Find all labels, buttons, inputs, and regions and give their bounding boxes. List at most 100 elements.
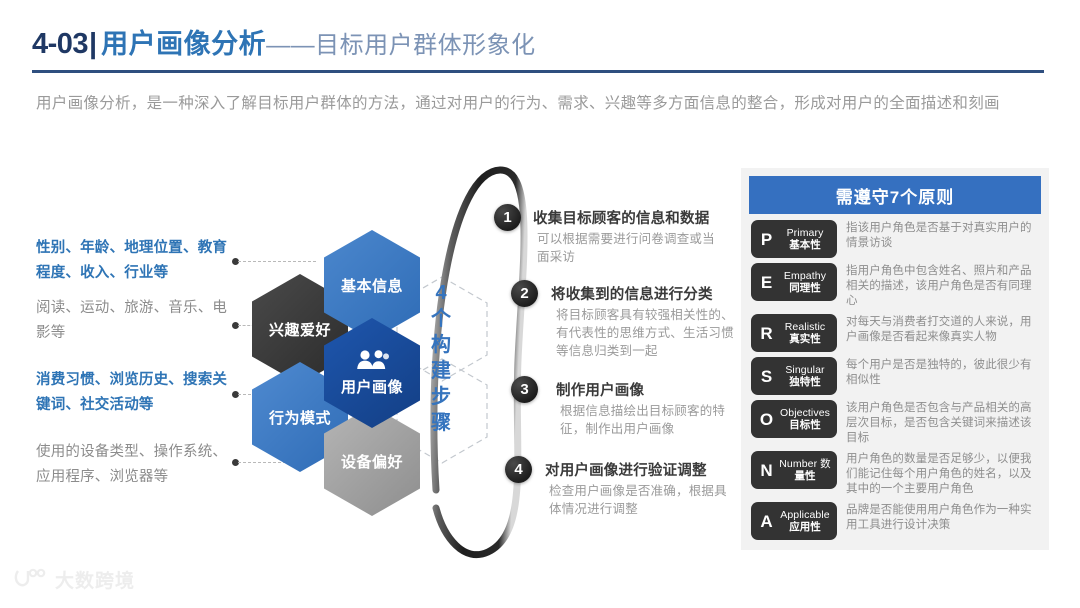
principle-desc: 指该用户角色是否基于对真实用户的情景访谈 <box>846 222 1032 249</box>
step-desc-2: 将目标顾客具有较强相关性的、有代表性的思维方式、生活习惯等信息归类到一起 <box>556 308 734 358</box>
principle-row[interactable]: N Number 数 量性 用户角色的数量是否足够少，以便我们能记住每个用户角色… <box>751 451 1039 497</box>
principle-desc: 对每天与消费者打交道的人来说，用户画像是否看起来像真实人物 <box>846 316 1032 343</box>
steps-label-char: 构 <box>431 334 451 356</box>
principle-row[interactable]: R Realistic 真实性 对每天与消费者打交道的人来说，用户画像是否看起来… <box>751 314 1039 352</box>
connector-line <box>238 325 264 327</box>
principle-letter: R <box>760 323 773 343</box>
principle-cn: 应用性 <box>789 521 821 533</box>
principles-panel-title: 需遵守7个原则 <box>835 187 955 207</box>
attribute-text-device: 使用的设备类型、操作系统、应用程序、浏览器等 <box>36 444 228 485</box>
watermark: 大数跨境 <box>14 566 135 593</box>
connector-dot <box>232 459 239 466</box>
connector-dot <box>232 258 239 265</box>
principle-desc: 品牌是否能使用用户角色作为一种实用工具进行设计决策 <box>846 504 1032 531</box>
principle-chip: N Number 数 量性 <box>751 451 837 489</box>
watermark-text: 大数跨境 <box>55 571 136 592</box>
hexagon-user-persona-label: 用户画像 <box>340 379 403 396</box>
principle-en: Number 数 <box>779 457 831 470</box>
principle-names: Realistic 真实性 <box>775 321 833 346</box>
principle-letter: S <box>760 366 773 386</box>
page-title: 4-03 | 用户画像分析 ——目标用户群体形象化 <box>32 22 1048 61</box>
connector-dot <box>232 391 239 398</box>
principle-row[interactable]: S Singular 独特性 每个用户是否是独特的，彼此很少有相似性 <box>751 357 1039 395</box>
hexagon-basic-info-label: 基本信息 <box>340 277 403 295</box>
principle-cn: 同理性 <box>789 282 821 294</box>
attribute-text-hobby: 阅读、运动、旅游、音乐、电影等 <box>36 300 228 341</box>
principle-cn: 量性 <box>794 470 816 482</box>
hexagon-device-label: 设备偏好 <box>340 453 403 471</box>
principle-row[interactable]: P Primary 基本性 指该用户角色是否基于对真实用户的情景访谈 <box>751 220 1039 258</box>
principle-en: Applicable <box>780 508 830 521</box>
title-sub-text: ——目标用户群体形象化 <box>266 32 536 59</box>
principle-names: Empathy 同理性 <box>775 270 833 295</box>
attribute-text-basic-info: 性别、年龄、地理位置、教育程度、收入、行业等 <box>36 240 228 281</box>
hexagon-behavior-label: 行为模式 <box>268 409 331 427</box>
title-main-text: 用户画像分析 <box>101 29 267 59</box>
principle-en: Realistic <box>784 320 826 333</box>
hexagon-user-persona[interactable]: 用户画像 <box>324 318 420 428</box>
step-badge-2: 2 <box>511 280 538 307</box>
principle-names: Applicable 应用性 <box>775 509 833 534</box>
title-separator: | <box>89 28 98 60</box>
step-badge-4: 4 <box>505 456 532 483</box>
steps-label-char: 骤 <box>431 412 451 434</box>
principle-chip: E Empathy 同理性 <box>751 263 837 301</box>
header-divider <box>32 70 1044 73</box>
principle-en: Primary <box>786 226 824 239</box>
hexagon-diagram: 4 个 构 建 步 骤 兴趣爱好 行为模式 基本信息 设备偏好 用户画像 <box>248 218 498 516</box>
principle-desc: 该用户角色是否包含与产品相关的高层次目标，是否包含关键词来描述该目标 <box>846 402 1032 444</box>
principle-en: Objectives <box>779 406 831 419</box>
principle-cn: 真实性 <box>789 333 821 345</box>
brand-logo-icon <box>14 567 50 592</box>
principle-chip: A Applicable 应用性 <box>751 502 837 540</box>
principle-chip: P Primary 基本性 <box>751 220 837 258</box>
attribute-text-behavior: 消费习惯、浏览历史、搜索关键词、社交活动等 <box>36 372 228 413</box>
steps-label-char: 建 <box>431 360 451 382</box>
principles-list: P Primary 基本性 指该用户角色是否基于对真实用户的情景访谈 E Emp… <box>741 214 1049 540</box>
principle-row[interactable]: O Objectives 目标性 该用户角色是否包含与产品相关的高层次目标，是否… <box>751 400 1039 446</box>
principle-desc: 指用户角色中包含姓名、照片和产品相关的描述，该用户角色是否有同理心 <box>846 265 1032 307</box>
principle-cn: 独特性 <box>789 376 821 388</box>
users-group-icon <box>355 349 389 375</box>
step-desc-4: 检查用户画像是否准确，根据具体情况进行调整 <box>549 484 727 516</box>
title-number: 4-03 <box>32 28 89 60</box>
principles-panel-header: 需遵守7个原则 <box>749 176 1041 214</box>
connector-line <box>238 261 316 263</box>
step-title-4: 对用户画像进行验证调整 <box>545 463 707 479</box>
step-desc-3: 根据信息描绘出目标顾客的特征，制作出用户画像 <box>560 404 726 436</box>
step-title-2: 将收集到的信息进行分类 <box>551 287 713 303</box>
connector-line <box>238 462 316 464</box>
intro-paragraph: 用户画像分析，是一种深入了解目标用户群体的方法，通过对用户的行为、需求、兴趣等多… <box>36 95 1000 112</box>
principle-names: Number 数 量性 <box>775 458 833 483</box>
step-title-1: 收集目标顾客的信息和数据 <box>533 211 710 227</box>
principle-names: Primary 基本性 <box>775 227 833 252</box>
principle-letter: E <box>760 272 773 292</box>
principle-cn: 目标性 <box>789 419 821 431</box>
step-number: 4 <box>514 461 523 478</box>
principle-chip: R Realistic 真实性 <box>751 314 837 352</box>
principle-row[interactable]: A Applicable 应用性 品牌是否能使用用户角色作为一种实用工具进行设计… <box>751 502 1039 540</box>
principle-cn: 基本性 <box>789 239 821 251</box>
step-number: 1 <box>503 209 512 226</box>
step-badge-3: 3 <box>511 376 538 403</box>
principle-row[interactable]: E Empathy 同理性 指用户角色中包含姓名、照片和产品相关的描述，该用户角… <box>751 263 1039 309</box>
principle-chip: O Objectives 目标性 <box>751 400 837 438</box>
page-header: 4-03 | 用户画像分析 ——目标用户群体形象化 <box>32 22 1048 74</box>
connector-dot <box>232 322 239 329</box>
hexagon-hobby-label: 兴趣爱好 <box>268 321 331 339</box>
steps-label-char: 4 <box>435 282 447 304</box>
principle-chip: S Singular 独特性 <box>751 357 837 395</box>
principle-letter: P <box>760 229 773 249</box>
steps-label-char: 个 <box>431 308 451 330</box>
steps-vertical-label: 4 个 构 建 步 骤 <box>424 280 458 436</box>
principle-en: Empathy <box>783 269 827 282</box>
step-desc-1: 可以根据需要进行问卷调查或当面采访 <box>537 232 715 264</box>
step-number: 2 <box>520 285 529 302</box>
principle-names: Singular 独特性 <box>775 364 833 389</box>
principle-letter: A <box>760 511 773 531</box>
steps-label-char: 步 <box>431 386 451 408</box>
principle-desc: 用户角色的数量是否足够少，以便我们能记住每个用户角色的姓名，以及其中的一个主要用… <box>846 453 1032 495</box>
principle-letter: N <box>760 460 773 480</box>
principle-en: Singular <box>785 363 825 376</box>
principle-desc: 每个用户是否是独特的，彼此很少有相似性 <box>846 359 1032 386</box>
